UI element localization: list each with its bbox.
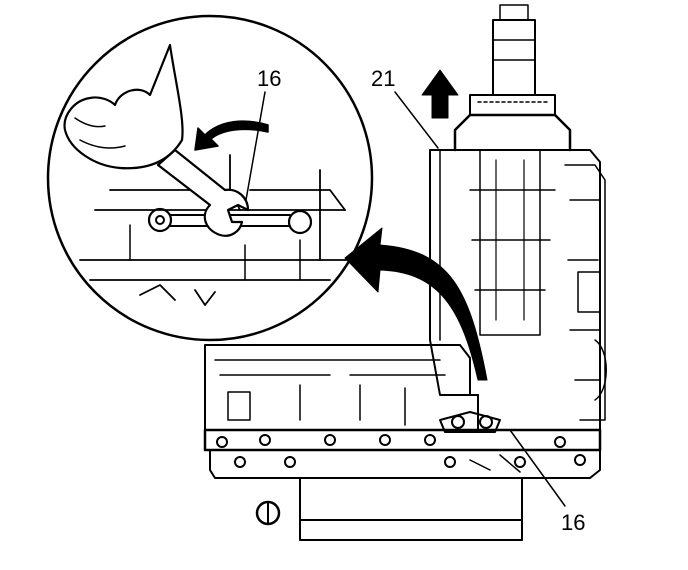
- wrench-icon: [156, 148, 250, 237]
- leader-line-top-16: [245, 91, 266, 201]
- leader-line-21: [394, 91, 439, 149]
- oil-pan: [299, 477, 523, 541]
- hand-icon: [63, 43, 184, 170]
- rotate-arrow-icon: [194, 120, 269, 151]
- valve-body-flange: [203, 428, 602, 452]
- callout-21: 21: [371, 66, 396, 91]
- inset-circle: [46, 14, 374, 342]
- transition-arrow-icon: [344, 227, 488, 381]
- lift-arrow-icon: [421, 69, 459, 119]
- leader-line-bottom-16: [509, 429, 566, 507]
- pump-body: [453, 113, 572, 152]
- callout-16-bottom: 16: [561, 510, 586, 535]
- case-housing: [429, 149, 601, 431]
- detail-inset: [46, 14, 374, 342]
- transmission-case: [203, 4, 607, 541]
- input-shaft: [492, 19, 536, 96]
- callout-16-inset: 16: [257, 66, 282, 91]
